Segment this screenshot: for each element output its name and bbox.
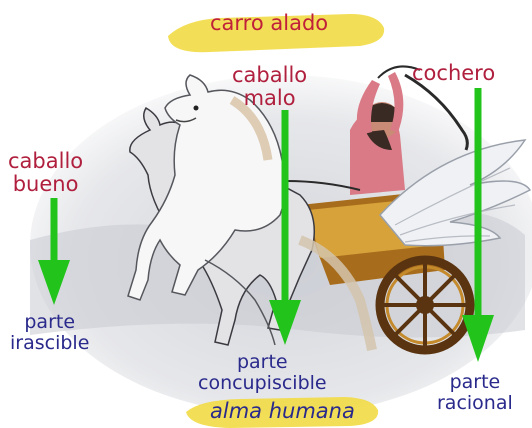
label-caballo-bueno: caballo bueno xyxy=(8,149,84,196)
label-caballo-malo: caballo malo xyxy=(232,63,308,110)
arrowhead-irascible xyxy=(38,260,70,305)
title-highlight xyxy=(168,14,385,53)
wings xyxy=(379,139,532,247)
subtitle-highlight xyxy=(186,397,379,428)
arrowhead-racional xyxy=(462,315,494,362)
label-parte-concupiscible: parte concupiscible xyxy=(198,351,327,394)
label-parte-irascible: parte irascible xyxy=(10,311,90,354)
subtitle-alma-humana: alma humana xyxy=(210,399,355,423)
horse-tail xyxy=(298,235,377,351)
arrows xyxy=(38,88,494,362)
charioteer xyxy=(234,65,469,195)
arrowhead-concupiscible xyxy=(269,300,301,345)
label-parte-racional: parte racional xyxy=(437,371,513,414)
title-carro-alado: carro alado xyxy=(210,11,329,35)
label-cochero: cochero xyxy=(412,61,496,85)
horse-front xyxy=(127,74,287,346)
